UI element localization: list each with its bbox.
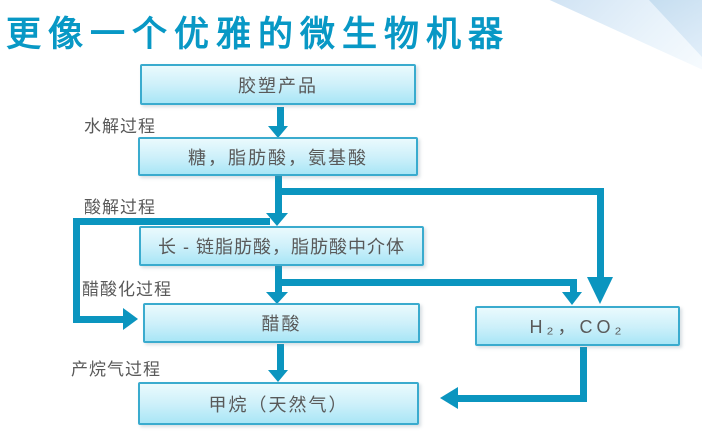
stage-label-acidogenesis: 酸解过程 [84,198,156,217]
arrow-right-icon [123,308,138,330]
connector-lcfa-to-h2co2-horizontal [278,279,574,286]
slide-title: 更像一个优雅的微生物机器 [6,15,511,54]
flow-box-methane-natural-gas: 甲烷（天然气） [138,382,419,425]
arrow-down-icon [266,213,288,226]
connector-plastic-to-sugars [277,107,284,128]
arrow-down-icon [587,277,613,304]
flow-box-h2-co2: H₂，CO₂ [475,306,680,346]
arrow-down-icon [266,292,288,304]
connector-lcfa-to-h2co2-stem [570,279,577,293]
flow-box-long-chain-fatty-acids: 长 - 链脂肪酸，脂肪酸中介体 [139,226,424,266]
connector-bypass-top [73,218,270,225]
corner-wedge-dark [648,0,702,58]
arrow-down-icon [562,292,582,305]
stage-label-acetogenesis: 醋酸化过程 [82,280,172,299]
connector-acetic-to-methane [277,344,284,371]
stage-label-hydrolysis: 水解过程 [84,117,156,136]
arrow-left-icon [440,387,458,409]
connector-h2co2-down [580,347,587,398]
connector-sugars-to-h2co2-vertical [597,188,604,277]
arrow-down-icon [268,126,288,138]
flow-box-sugars-fatty-acids-amino-acids: 糖，脂肪酸，氨基酸 [138,137,418,176]
flow-box-plastic-products: 胶塑产品 [140,64,416,105]
connector-sugars-to-h2co2-horizontal [278,188,604,195]
connector-bypass-vertical [73,218,80,323]
stage-label-methanogenesis: 产烷气过程 [71,360,161,379]
flow-box-acetic-acid: 醋酸 [143,303,420,343]
connector-sugars-down [275,176,282,215]
connector-h2co2-to-methane [458,395,587,402]
arrow-down-icon [268,370,288,382]
connector-bypass-bottom [73,316,123,323]
